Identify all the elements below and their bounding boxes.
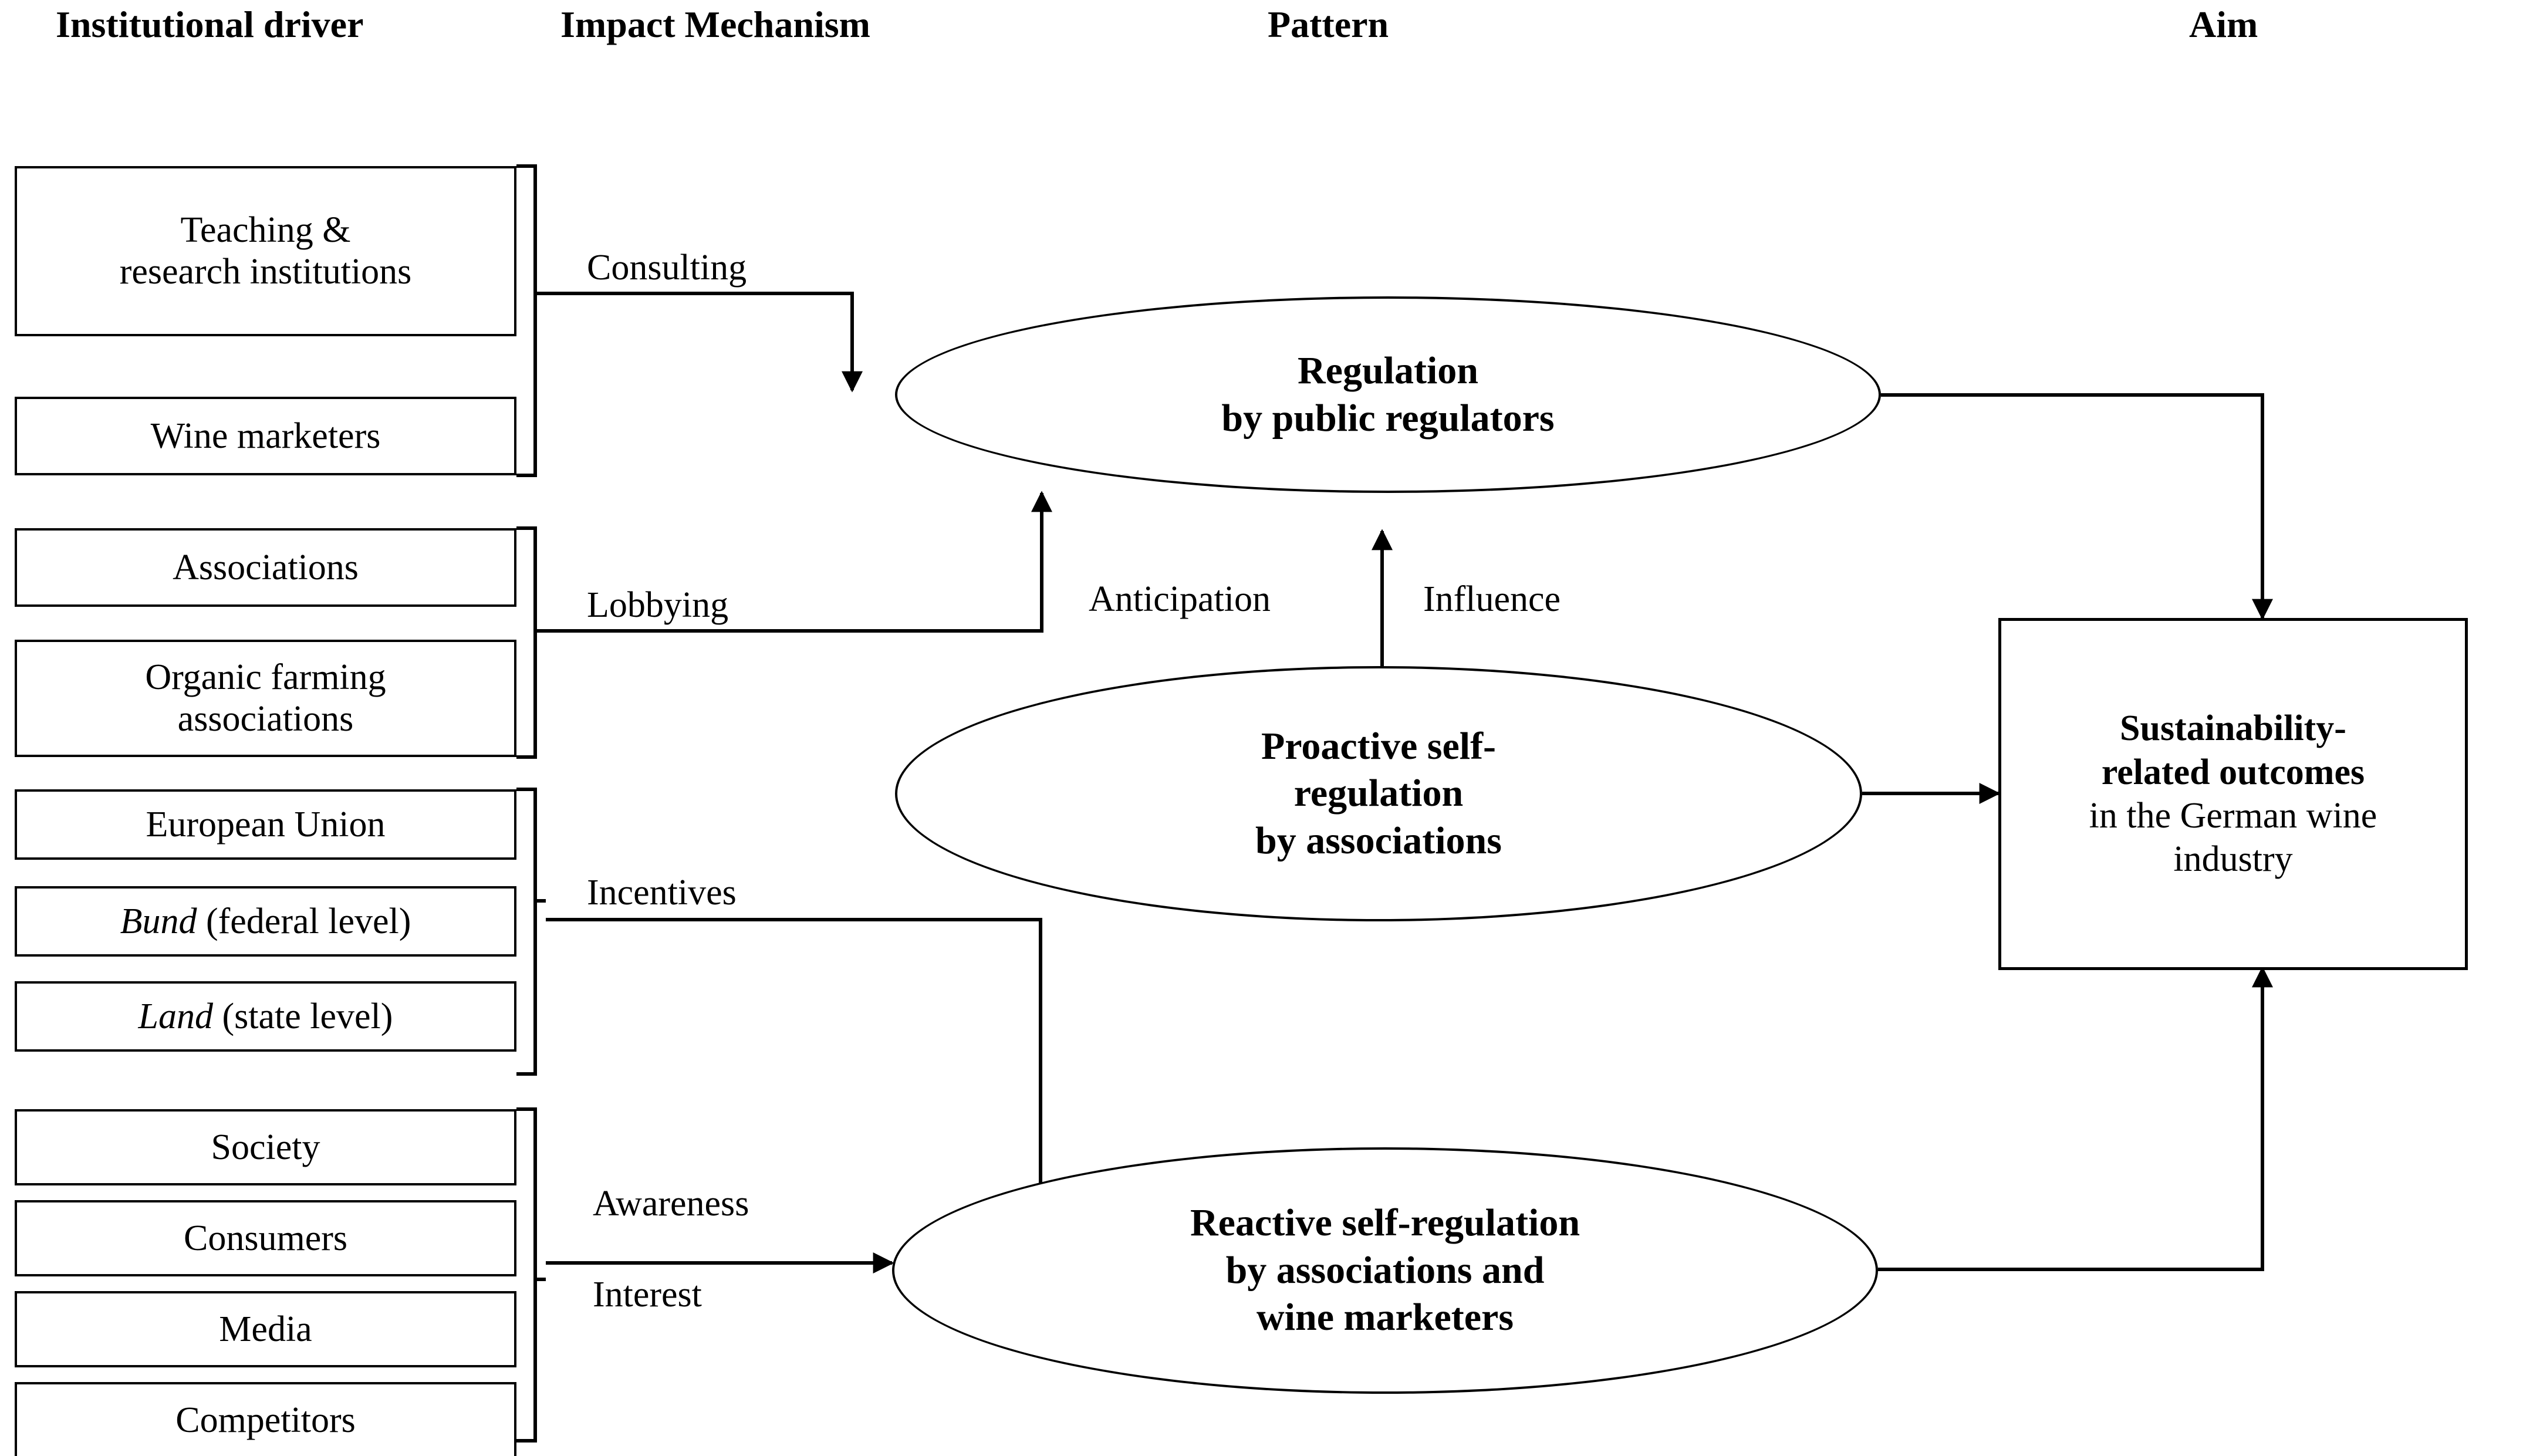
column-header-institutional-driver: Institutional driver (56, 4, 364, 45)
column-header-aim: Aim (2189, 4, 2258, 45)
driver-label-rest: (state level) (213, 996, 393, 1036)
ellipse-line: Reactive self-regulation (1190, 1201, 1580, 1245)
pattern-ellipse-proactive-self-regulation[interactable]: Proactive self- regulation by associatio… (895, 666, 1862, 921)
driver-box-bund-federal-level[interactable]: Bund (federal level) (15, 886, 516, 957)
mechanism-label-consulting: Consulting (587, 248, 747, 288)
ellipse-label: Reactive self-regulation by associations… (1190, 1200, 1580, 1342)
ellipse-line: by associations and (1225, 1248, 1545, 1292)
driver-label: European Union (146, 804, 386, 844)
driver-label: Associations (173, 547, 359, 587)
group-brace-3 (516, 788, 546, 1076)
column-header-impact-mechanism: Impact Mechanism (560, 4, 870, 45)
driver-box-wine-marketers[interactable]: Wine marketers (15, 397, 516, 475)
group-brace-4 (516, 1107, 546, 1443)
pattern-ellipse-regulation-by-public-regulators[interactable]: Regulation by public regulators (895, 296, 1881, 493)
driver-label-composite: Land (state level) (139, 996, 393, 1038)
driver-label: Wine marketers (150, 415, 381, 456)
ellipse-line: by associations (1255, 819, 1502, 862)
wire-incentives (546, 918, 1051, 1226)
mechanism-label-incentives: Incentives (587, 873, 737, 913)
driver-box-land-state-level[interactable]: Land (state level) (15, 981, 516, 1052)
ellipse-line: by public regulators (1221, 396, 1555, 440)
ellipse-label: Proactive self- regulation by associatio… (1255, 723, 1502, 865)
wire-consulting (546, 292, 863, 393)
driver-label: Organic farming associations (145, 657, 386, 739)
driver-box-organic-farming-associations[interactable]: Organic farming associations (15, 640, 516, 757)
aim-plain-line-2: industry (2173, 839, 2293, 880)
aim-plain-line-1: in the German wine (2089, 796, 2377, 836)
ellipse-line: Proactive self- (1261, 724, 1497, 768)
driver-box-society[interactable]: Society (15, 1109, 516, 1185)
driver-label-rest: (federal level) (197, 901, 411, 941)
driver-box-associations[interactable]: Associations (15, 528, 516, 607)
wire-reactive-to-aim (1878, 966, 2273, 1271)
mechanism-label-interest: Interest (593, 1275, 702, 1315)
driver-box-media[interactable]: Media (15, 1291, 516, 1367)
group-brace-2 (516, 526, 546, 759)
driver-label: Media (219, 1309, 312, 1349)
ellipse-line: wine marketers (1256, 1296, 1514, 1339)
mechanism-label-lobbying: Lobbying (587, 585, 729, 625)
driver-label-italic: Bund (120, 901, 197, 941)
aim-bold-line-2: related outcomes (2101, 752, 2365, 792)
mechanism-label-awareness: Awareness (593, 1184, 749, 1224)
driver-label: Competitors (175, 1400, 356, 1440)
mechanism-label-anticipation: Anticipation (1089, 579, 1271, 619)
aim-bold-line-1: Sustainability- (2120, 708, 2346, 749)
driver-box-european-union[interactable]: European Union (15, 789, 516, 860)
ellipse-line: Regulation (1297, 349, 1479, 392)
pattern-ellipse-reactive-self-regulation[interactable]: Reactive self-regulation by associations… (892, 1147, 1878, 1394)
column-header-pattern: Pattern (1268, 4, 1389, 45)
mechanism-label-influence: Influence (1423, 579, 1561, 619)
driver-box-competitors[interactable]: Competitors (15, 1382, 516, 1456)
driver-label: Teaching & research institutions (119, 210, 412, 292)
group-brace-1 (516, 164, 546, 477)
driver-box-consumers[interactable]: Consumers (15, 1200, 516, 1276)
driver-label: Consumers (184, 1218, 347, 1258)
ellipse-label: Regulation by public regulators (1221, 347, 1554, 442)
driver-box-teaching-research-institutions[interactable]: Teaching & research institutions (15, 166, 516, 336)
driver-label: Society (211, 1127, 320, 1167)
wire-regulation-to-aim (1881, 393, 2273, 620)
driver-label-italic: Land (138, 996, 214, 1036)
driver-label-composite: Bund (federal level) (120, 901, 411, 942)
aim-box-sustainability-related-outcomes[interactable]: Sustainability- related outcomes in the … (1998, 618, 2468, 970)
ellipse-line: regulation (1293, 772, 1464, 815)
